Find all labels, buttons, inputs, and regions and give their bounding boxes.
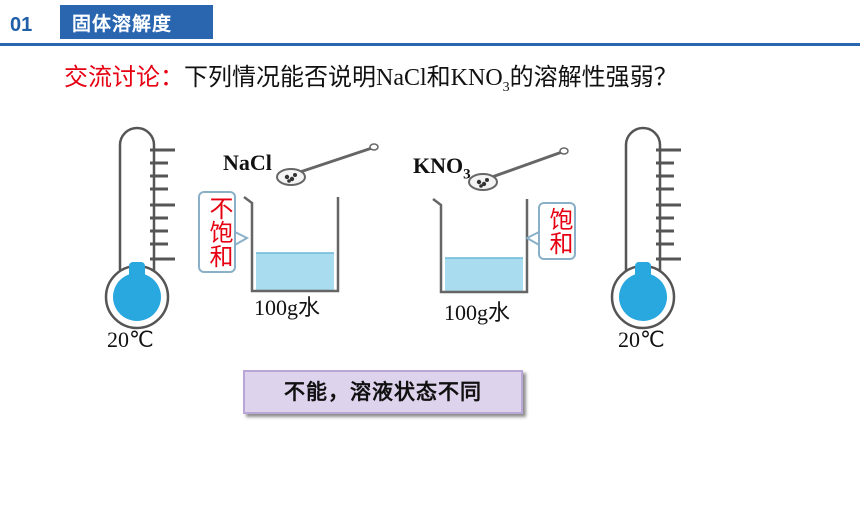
question-formula-nacl: NaCl (376, 65, 427, 91)
right-state-bubble: 饱和 (538, 202, 576, 260)
right-water-label: 100g水 (444, 300, 511, 326)
question-text-before: 下列情况能否说明 (184, 63, 376, 91)
left-state-bubble: 不饱和 (198, 191, 236, 273)
section-number: 01 (10, 14, 33, 36)
right-solute-label: KNO3 (413, 153, 471, 183)
thermometer-right-icon (610, 126, 681, 330)
question-conjunction: 和 (426, 63, 451, 91)
section-title: 固体溶解度 (72, 13, 173, 35)
thermometer-left-icon (104, 126, 175, 330)
header-divider (0, 43, 860, 46)
spoon-right-icon (468, 147, 569, 191)
left-water-label: 100g水 (254, 295, 321, 321)
question-formula-kno3: KNO3 (450, 65, 510, 95)
section-title-bar (60, 5, 213, 39)
left-solute-label: NaCl (223, 150, 272, 175)
bubble-left-pointer (232, 230, 250, 247)
right-temperature-label: 20℃ (618, 327, 665, 352)
discussion-question: 交流讨论：下列情况能否说明NaCl和KNO3的溶解性强弱？ (64, 57, 678, 96)
bubble-right-pointer (524, 230, 542, 247)
question-text-after: 的溶解性强弱？ (509, 63, 678, 91)
beaker-left-icon (243, 196, 340, 293)
beaker-right-icon (432, 198, 529, 294)
left-temperature-label: 20℃ (107, 327, 154, 352)
spoon-left-icon (276, 143, 379, 186)
question-label: 交流讨论： (64, 63, 184, 91)
answer-box: 不能，溶液状态不同 (243, 370, 523, 414)
